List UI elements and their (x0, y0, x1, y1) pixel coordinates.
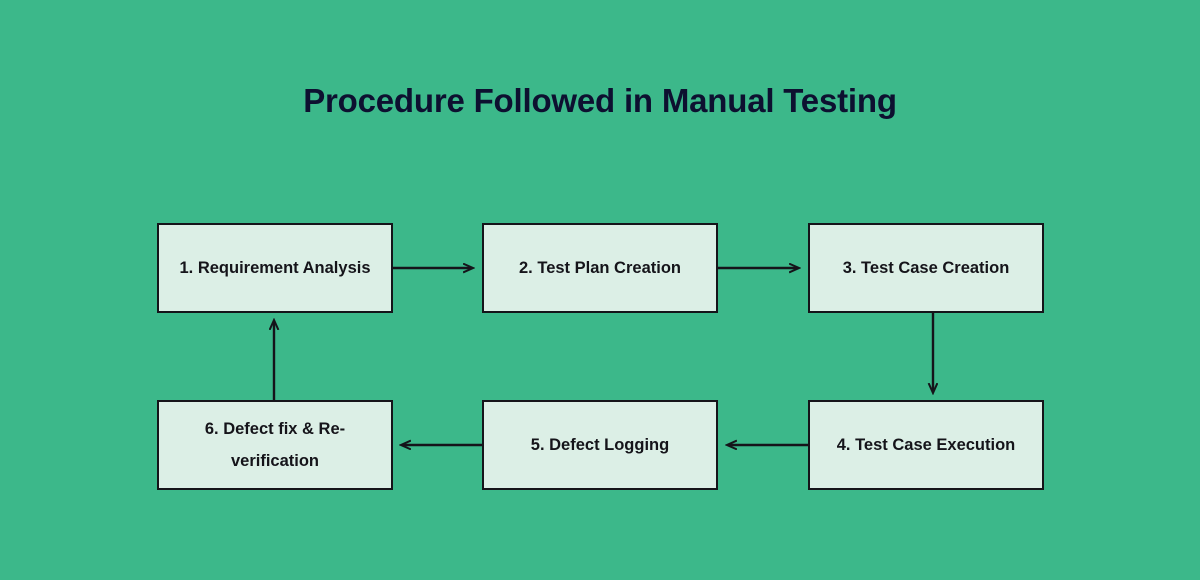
node-label: 6. Defect fix & Re-verification (204, 419, 346, 470)
node-label: 2. Test Plan Creation (519, 258, 681, 277)
node-test-case-creation[interactable]: 3. Test Case Creation (808, 223, 1044, 313)
node-label: 1. Requirement Analysis (179, 258, 371, 277)
node-defect-fix-reverification[interactable]: 6. Defect fix & Re-verification (157, 400, 393, 490)
node-test-plan-creation[interactable]: 2. Test Plan Creation (482, 223, 718, 313)
node-requirement-analysis[interactable]: 1. Requirement Analysis (157, 223, 393, 313)
node-label: 3. Test Case Creation (842, 258, 1010, 277)
node-label: 4. Test Case Execution (836, 435, 1016, 454)
node-label: 5. Defect Logging (530, 435, 670, 454)
node-test-case-execution[interactable]: 4. Test Case Execution (808, 400, 1044, 490)
node-defect-logging[interactable]: 5. Defect Logging (482, 400, 718, 490)
page-title: Procedure Followed in Manual Testing (303, 82, 897, 119)
